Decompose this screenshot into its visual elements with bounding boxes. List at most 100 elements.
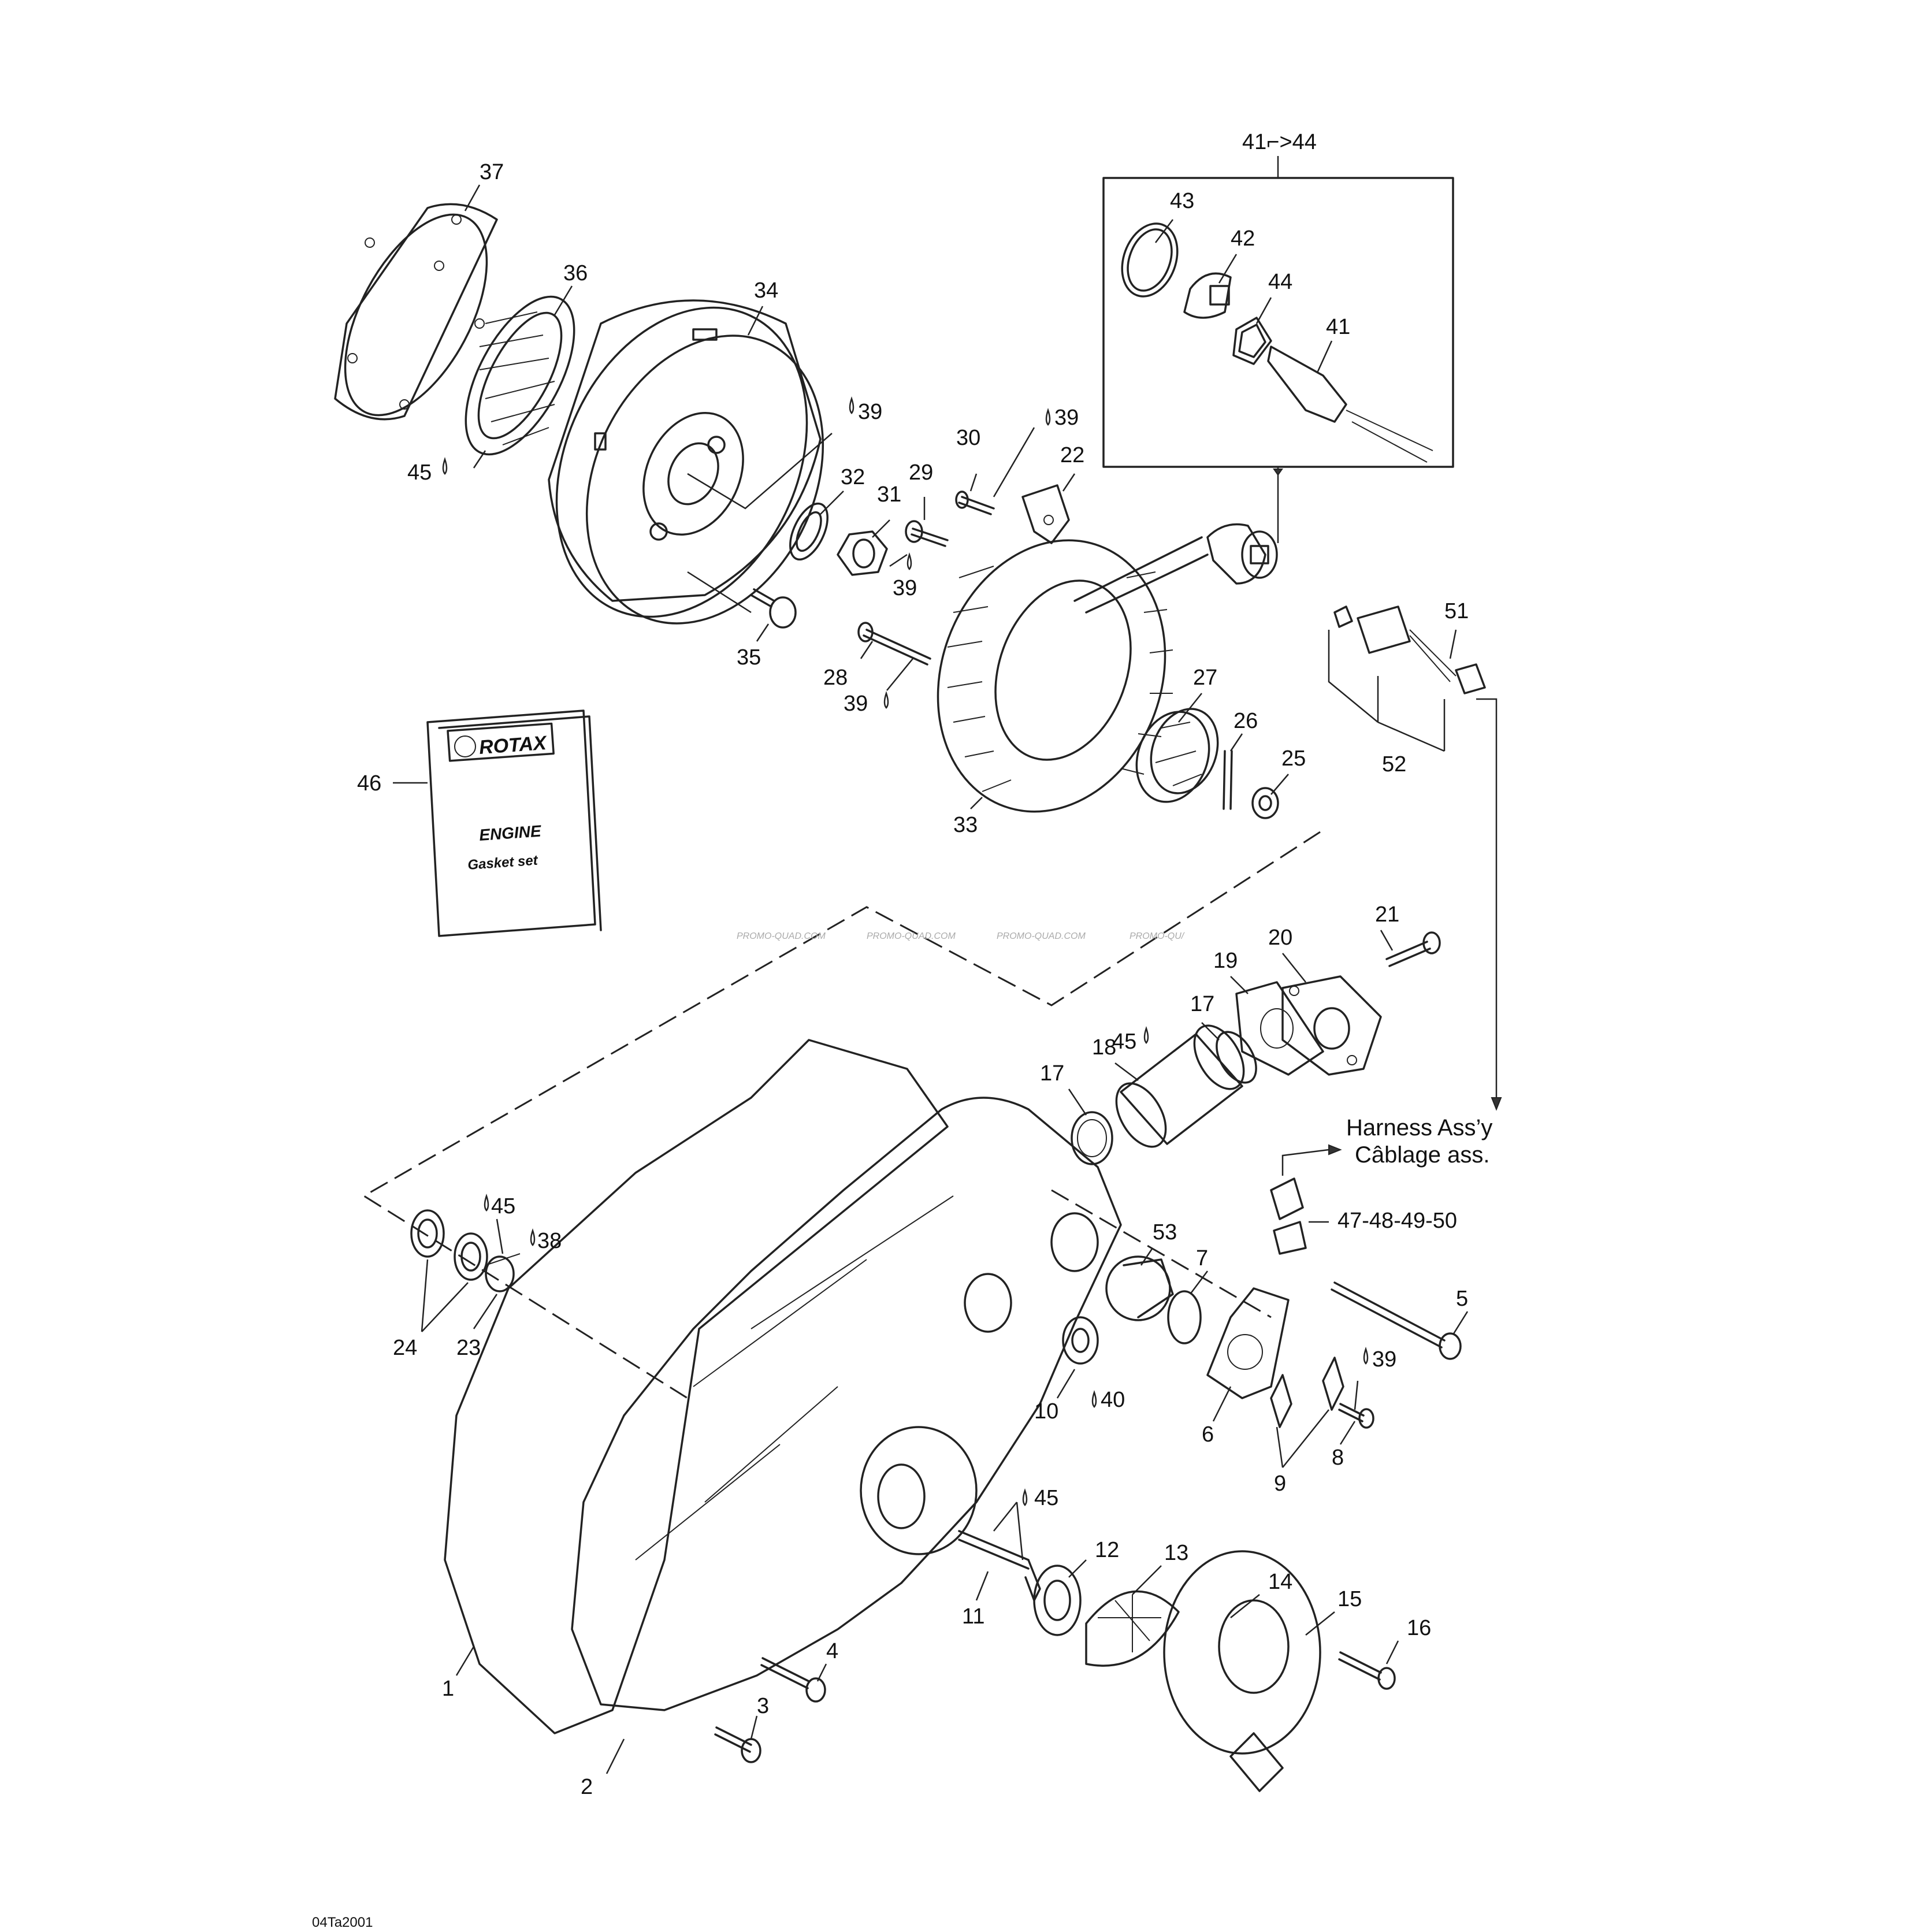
shaft-23 (485, 1253, 521, 1292)
callout-15: 15 (1337, 1587, 1362, 1611)
drop-icon (1022, 1488, 1028, 1506)
o-ring-17a (1216, 1031, 1257, 1084)
callout-12: 12 (1095, 1538, 1119, 1562)
plate-37 (334, 203, 498, 421)
cover-20 (1281, 975, 1382, 1076)
washer-32 (789, 502, 828, 561)
bolt-5 (1331, 1281, 1462, 1360)
gasket-set-booklet-46 (426, 709, 602, 937)
callout-41-44: 41⌐>44 (1242, 130, 1317, 154)
engine-cover-2 (571, 1097, 1122, 1711)
callout-51: 51 (1444, 599, 1469, 623)
callout-34: 34 (754, 278, 778, 303)
callout-11: 11 (962, 1604, 984, 1629)
screw-29 (905, 520, 949, 547)
callout-1: 1 (442, 1677, 454, 1701)
screw-35 (750, 588, 797, 629)
callout-44: 44 (1268, 270, 1292, 294)
drop-icon (1363, 1347, 1369, 1365)
harness-label-en: Harness Ass’y (1346, 1115, 1492, 1140)
pin-26 (1223, 750, 1233, 810)
screw-3 (714, 1726, 761, 1763)
o-ring-43 (1121, 222, 1179, 298)
callout-9: 9 (1274, 1472, 1286, 1496)
drop-icon (906, 552, 912, 570)
drawing-code: 04Ta2001 (312, 1915, 373, 1930)
callout-2: 2 (581, 1775, 593, 1799)
callout-20: 20 (1268, 926, 1292, 950)
callout-39e: 39 (1372, 1347, 1396, 1372)
drop-icon (442, 457, 448, 475)
drop-icon (1091, 1390, 1097, 1408)
callout-30: 30 (956, 426, 980, 450)
callout-3: 3 (757, 1694, 769, 1718)
pump-body-6 (1206, 1287, 1290, 1399)
callout-39b: 39 (893, 576, 917, 600)
callout-7: 7 (1196, 1246, 1208, 1270)
booklet-line2: Gasket set (467, 853, 539, 873)
hub-27 (1135, 708, 1219, 803)
callout-28: 28 (823, 666, 848, 690)
callout-35: 35 (737, 645, 761, 670)
kit-box-41-44 (1102, 156, 1454, 543)
seal-12 (1033, 1565, 1082, 1636)
drop-icon (1045, 408, 1051, 426)
callout-5: 5 (1456, 1287, 1468, 1311)
callout-53: 53 (1153, 1220, 1177, 1244)
washer-25 (1251, 787, 1279, 819)
bushing-53 (1105, 1255, 1174, 1321)
gasket-19 (1235, 981, 1324, 1076)
callout-25: 25 (1281, 746, 1306, 771)
callout-24: 24 (393, 1336, 417, 1360)
rotor-34 (548, 299, 824, 625)
callout-39c: 39 (1054, 406, 1079, 430)
bracket-22 (1021, 484, 1070, 544)
harness-clip-47-50 (1270, 1144, 1342, 1255)
callout-45a: 45 (407, 460, 432, 485)
drop-icon (530, 1228, 536, 1246)
callout-14: 14 (1268, 1570, 1292, 1594)
assembly-dashed-line (362, 831, 1321, 1399)
screw-30 (955, 491, 995, 515)
o-ring-7 (1167, 1290, 1202, 1344)
callout-18: 18 (1092, 1035, 1116, 1060)
callout-45c: 45 (491, 1194, 515, 1218)
callout-39d: 39 (844, 692, 868, 716)
bearing-24 (410, 1209, 488, 1281)
callout-22: 22 (1060, 443, 1084, 467)
stator-33 (937, 536, 1209, 813)
sensor-housing-42 (1183, 272, 1232, 319)
callout-38: 38 (537, 1229, 562, 1253)
o-ring-17b (1071, 1111, 1113, 1165)
drop-icon (849, 396, 854, 414)
callout-32: 32 (841, 465, 865, 489)
callout-10: 10 (1034, 1399, 1058, 1424)
connector-52 (1333, 605, 1486, 694)
drop-icon (484, 1194, 489, 1212)
drop-icons (442, 396, 1369, 1506)
shaft-11 (958, 1530, 1041, 1602)
callout-45b: 45 (1112, 1030, 1136, 1054)
watermark-3: PROMO-QUAD.COM (997, 931, 1086, 941)
sensor-41 (1267, 345, 1433, 463)
callout-23: 23 (456, 1336, 481, 1360)
pump-cover-14 (1163, 1550, 1321, 1792)
screw-4 (760, 1657, 826, 1703)
impeller-13 (1085, 1590, 1180, 1667)
callout-36: 36 (563, 261, 588, 285)
callout-16: 16 (1407, 1616, 1431, 1640)
callout-42: 42 (1231, 226, 1255, 251)
callout-52: 52 (1382, 752, 1406, 776)
callout-21: 21 (1375, 902, 1399, 927)
callout-37: 37 (480, 160, 504, 184)
screw-21 (1385, 931, 1441, 967)
shaft-18 (1115, 1024, 1245, 1148)
leader-harness (1476, 698, 1498, 1098)
assembly-dashed-line-2 (1051, 1189, 1272, 1318)
bolt-28 (857, 622, 931, 666)
harness-label-fr: Câblage ass. (1355, 1142, 1489, 1168)
booklet-brand: ROTAX (478, 732, 548, 759)
callout-13: 13 (1164, 1541, 1188, 1565)
callout-43: 43 (1170, 189, 1194, 213)
